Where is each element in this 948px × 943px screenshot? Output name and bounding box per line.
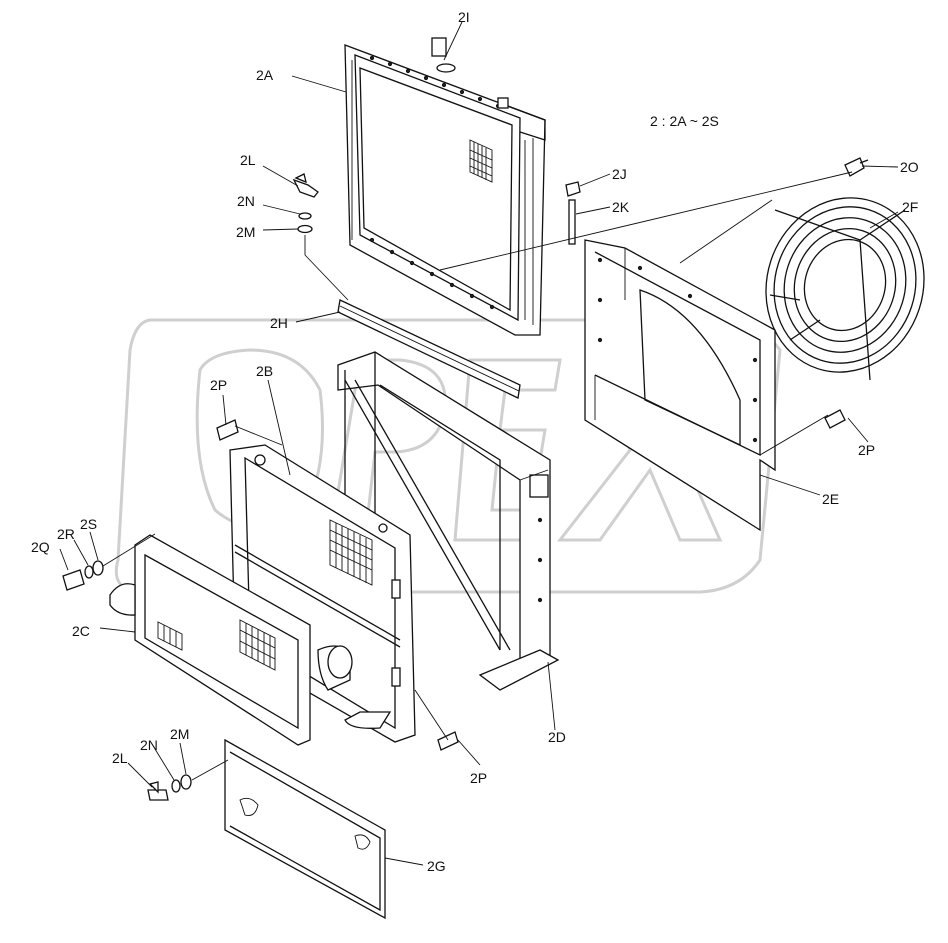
bolt-2Q — [62, 569, 85, 591]
washer-2N-top — [298, 212, 312, 220]
leader-lines — [59, 21, 899, 866]
callout-2P-left: 2P — [210, 377, 227, 393]
callout-2L-top: 2L — [240, 152, 256, 168]
bolt-2P-bottom — [437, 731, 459, 751]
bolt-2P-right — [824, 409, 846, 429]
fan-shroud-2E — [584, 239, 776, 532]
washer-2M-bottom — [180, 774, 192, 790]
bolt-2P-left — [216, 419, 239, 441]
callout-2N-bottom: 2N — [140, 737, 158, 753]
callout-2C: 2C — [72, 623, 90, 639]
callout-2I: 2I — [458, 9, 470, 25]
washer-2N-bottom — [171, 779, 181, 793]
bolt-2O — [844, 157, 869, 177]
callout-2E: 2E — [822, 491, 839, 507]
callout-2L-bottom: 2L — [112, 750, 128, 766]
callout-2M-bottom: 2M — [170, 726, 189, 742]
callout-2S: 2S — [80, 516, 97, 532]
callout-2M-top: 2M — [236, 224, 255, 240]
intercooler-2C — [109, 534, 392, 746]
callout-2K: 2K — [612, 199, 630, 215]
washer-2R — [84, 565, 94, 579]
radiator-bolt-row — [369, 55, 501, 310]
cover-panel-2G — [224, 738, 386, 920]
washer-2M-top — [297, 224, 313, 234]
callout-2B: 2B — [256, 363, 273, 379]
callout-2R: 2R — [57, 526, 75, 542]
bracket-2H — [337, 299, 521, 399]
washer-2S — [92, 560, 104, 576]
fan-guard-2F — [765, 197, 925, 381]
callout-2F: 2F — [902, 199, 918, 215]
callout-2N-top: 2N — [237, 193, 255, 209]
wing-bolt-2L-bottom — [147, 781, 169, 801]
intercooler-mesh-left — [157, 621, 183, 651]
oil-cooler-mesh — [329, 519, 373, 586]
callout-2O: 2O — [900, 159, 919, 175]
callout-2G: 2G — [427, 858, 446, 874]
callout-2D: 2D — [548, 729, 566, 745]
callout-labels: 2I 2A 2 : 2A ~ 2S 2L 2J 2O 2N 2K 2F 2M 2… — [31, 9, 919, 874]
frame-2D — [337, 351, 560, 691]
callout-2Q: 2Q — [31, 539, 50, 555]
callout-2H: 2H — [270, 315, 288, 331]
radiator-2A — [344, 37, 546, 336]
clip-2J — [565, 181, 581, 197]
rod-2K — [568, 199, 576, 245]
radiator-mesh-patch — [469, 139, 493, 183]
wing-bolt-2L-top — [292, 173, 319, 198]
callout-2J: 2J — [612, 166, 627, 182]
intercooler-mesh-center — [239, 619, 276, 671]
callout-2P-right: 2P — [858, 442, 875, 458]
callout-2A: 2A — [256, 67, 274, 83]
legend-note: 2 : 2A ~ 2S — [650, 113, 719, 129]
callout-2P-bottom: 2P — [470, 770, 487, 786]
